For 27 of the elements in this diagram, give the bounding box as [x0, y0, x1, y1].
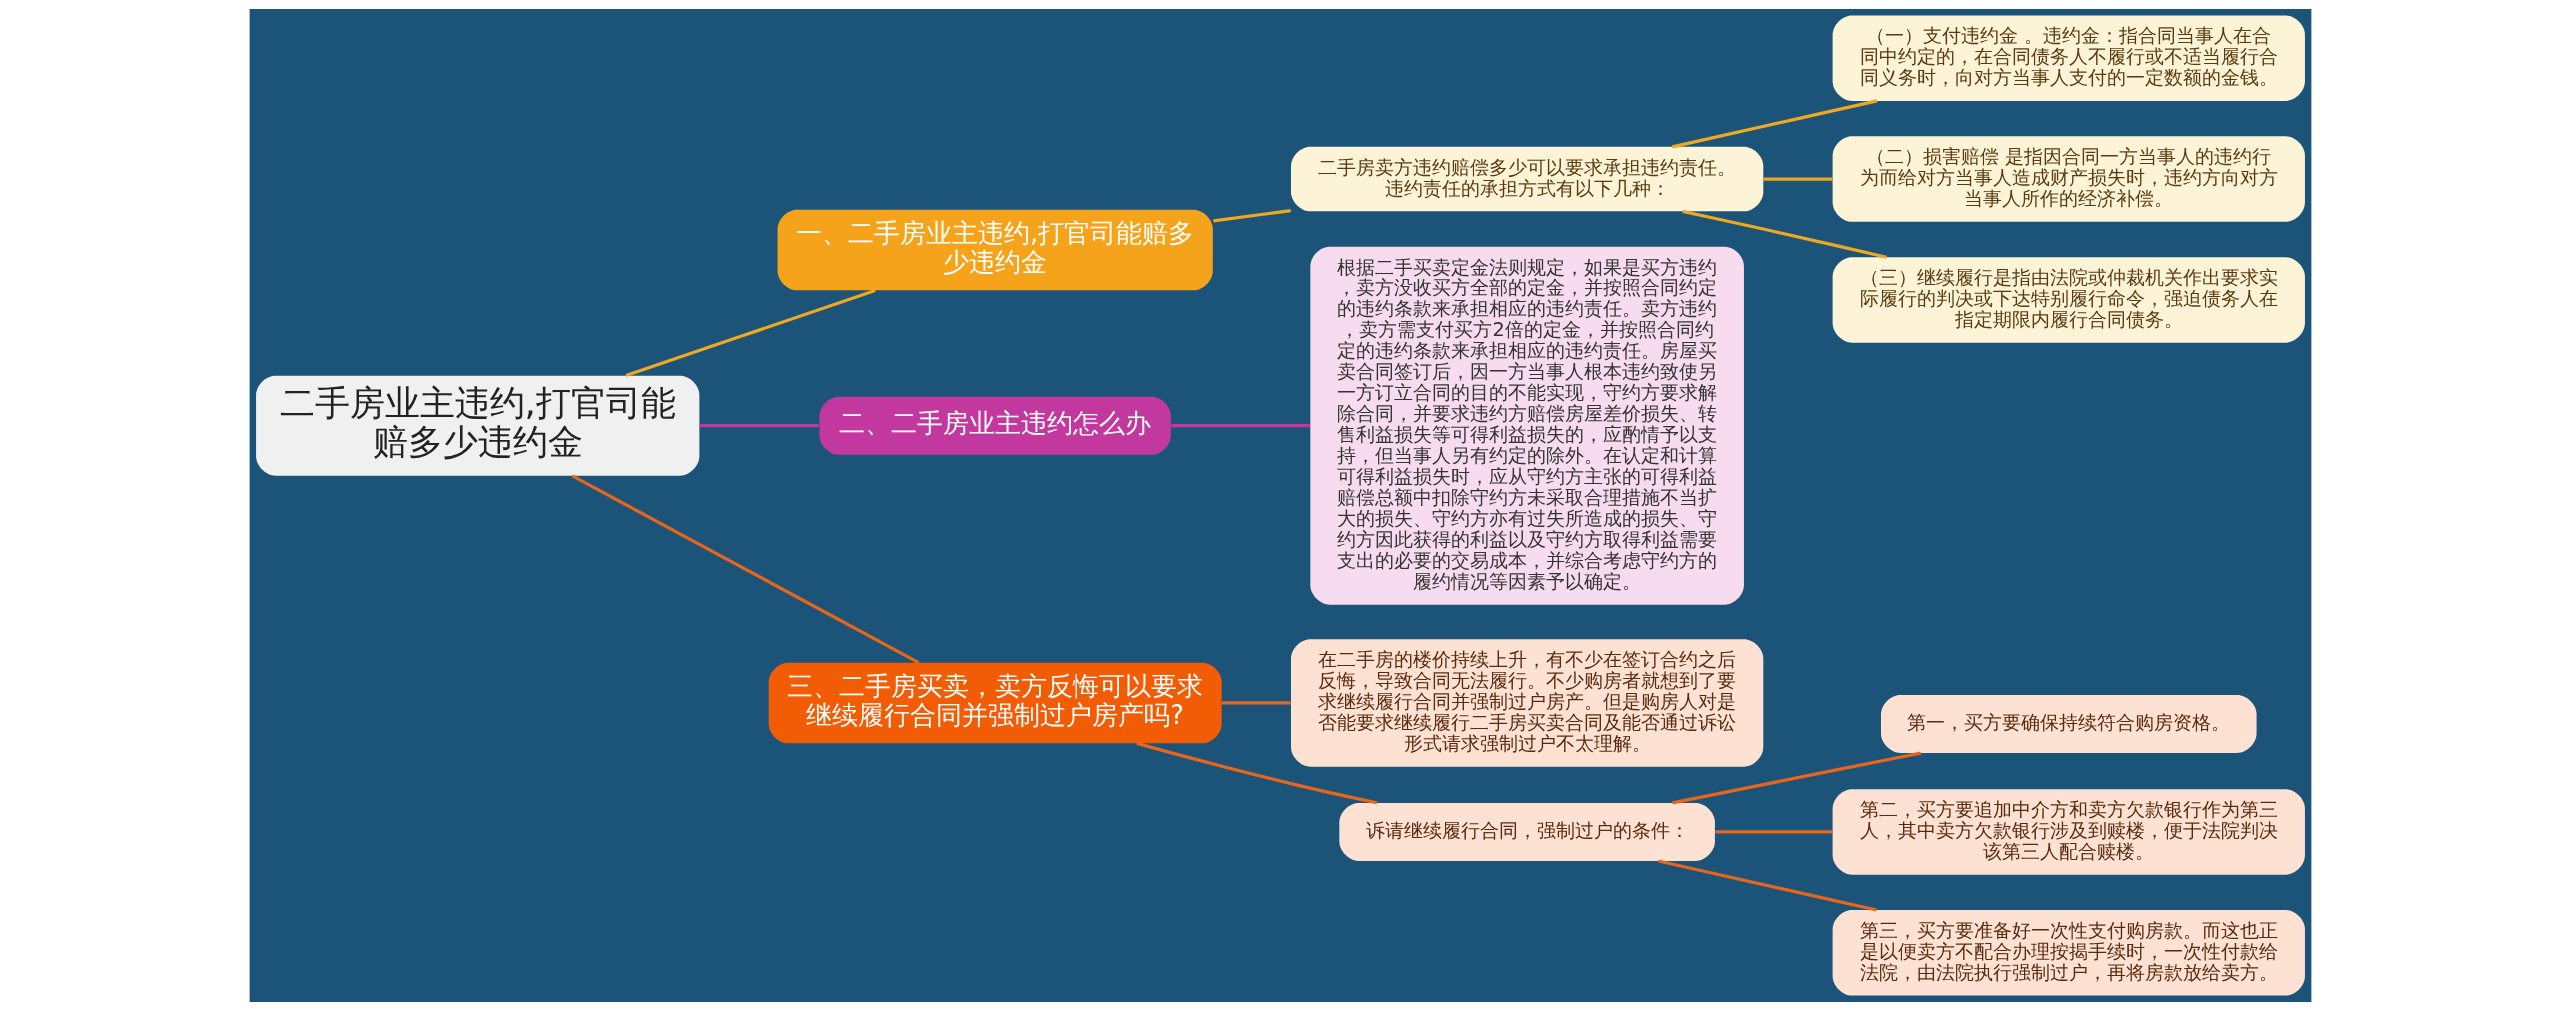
connector — [699, 423, 819, 427]
connector — [1715, 829, 1832, 834]
node-box: 第三，买方要准备好一次性支付购房款。而这也正是以便卖方不配合办理按揭手续时，一次性付款给法院，由法院执行强制过户，再将房款放给卖方。 — [1832, 909, 2305, 996]
node-box: 诉请继续履行合同，强制过户的条件： — [1338, 802, 1715, 861]
connector — [1657, 858, 1877, 912]
node-box: 二手房业主违约,打官司能赔多少违约金 — [255, 375, 699, 476]
node-box: 在二手房的楼价持续上升，有不少在签订合约之后反悔，导致合同无法履行。不少购房者就想到了要求继续履行合同并强制过户房产。但是购房人对是否能要求继续履行二手房买卖合同及能否通过诉讼形式请求强制过户不太理解。 — [1290, 638, 1763, 767]
connector — [571, 474, 919, 664]
connector — [625, 288, 876, 377]
connector — [1170, 423, 1310, 427]
node-box: （一）支付违约金 。违约金：指合同当事人在合同中约定的，在合同债务人不履行或不适当履行合同义务时，向对方当事人支付的一定数额的金钱。 — [1832, 14, 2305, 101]
node-box: 二手房卖方违约赔偿多少可以要求承担违约责任。违约责任的承担方式有以下几种： — [1290, 146, 1763, 211]
node-box: 第一，买方要确保持续符合购房资格。 — [1880, 694, 2257, 753]
node-box: 三、二手房买卖，卖方反悔可以要求继续履行合同并强制过户房产吗? — [768, 662, 1222, 743]
connector — [1681, 209, 1887, 259]
node-box: （二）损害赔偿 是指因合同一方当事人的违约行为而给对方当事人造成财产损失时，违约方向对方当事人所作的经济补偿。 — [1832, 135, 2305, 222]
node-box: 一、二手房业主违约,打官司能赔多少违约金 — [777, 209, 1213, 290]
node-box: （三）继续履行是指由法院或仲裁机关作出要求实际履行的判决或下达特别履行命令，强迫债务人在指定期限内履行合同债务。 — [1832, 256, 2305, 343]
connector — [1136, 741, 1377, 804]
node-box: 第二，买方要追加中介方和卖方欠款银行作为第三人，其中卖方欠款银行涉及到赎楼，便于法院判决该第三人配合赎楼。 — [1832, 788, 2305, 875]
connector — [1212, 208, 1291, 223]
connector — [1671, 98, 1877, 148]
connector — [1671, 751, 1921, 804]
connector — [1762, 176, 1833, 181]
node-box: 根据二手买卖定金法则规定，如果是买方违约，卖方没收买方全部的定金，并按照合同约定的违约条款来承担相应的违约责任。卖方违约，卖方需支付买方2倍的定金，并按照合同约定的违约条款来承担相应的违约责任。房屋买卖合同签订后，因一方当事人根本违约致使另一方订立合同的目的不能实现，守约方要求解除合同，并要求违约方赔偿房屋差价损失、转售利益损失等可得利益损失的，应酌情予以支持，但当事人另有约定的除外。在认定和计算可得利益损失时，应从守约方主张的可得利益赔偿总额中扣除守约方未采取合理措施不当扩大的损失、守约方亦有过失所造成的损失、守约方因此获得的利益以及守约方取得利益需要支出的必要的交易成本，并综合考虑守约方的履约情况等因素予以确定。 — [1309, 246, 1744, 605]
connector — [1221, 700, 1291, 705]
node-box: 二、二手房业主违约怎么办 — [818, 396, 1171, 455]
